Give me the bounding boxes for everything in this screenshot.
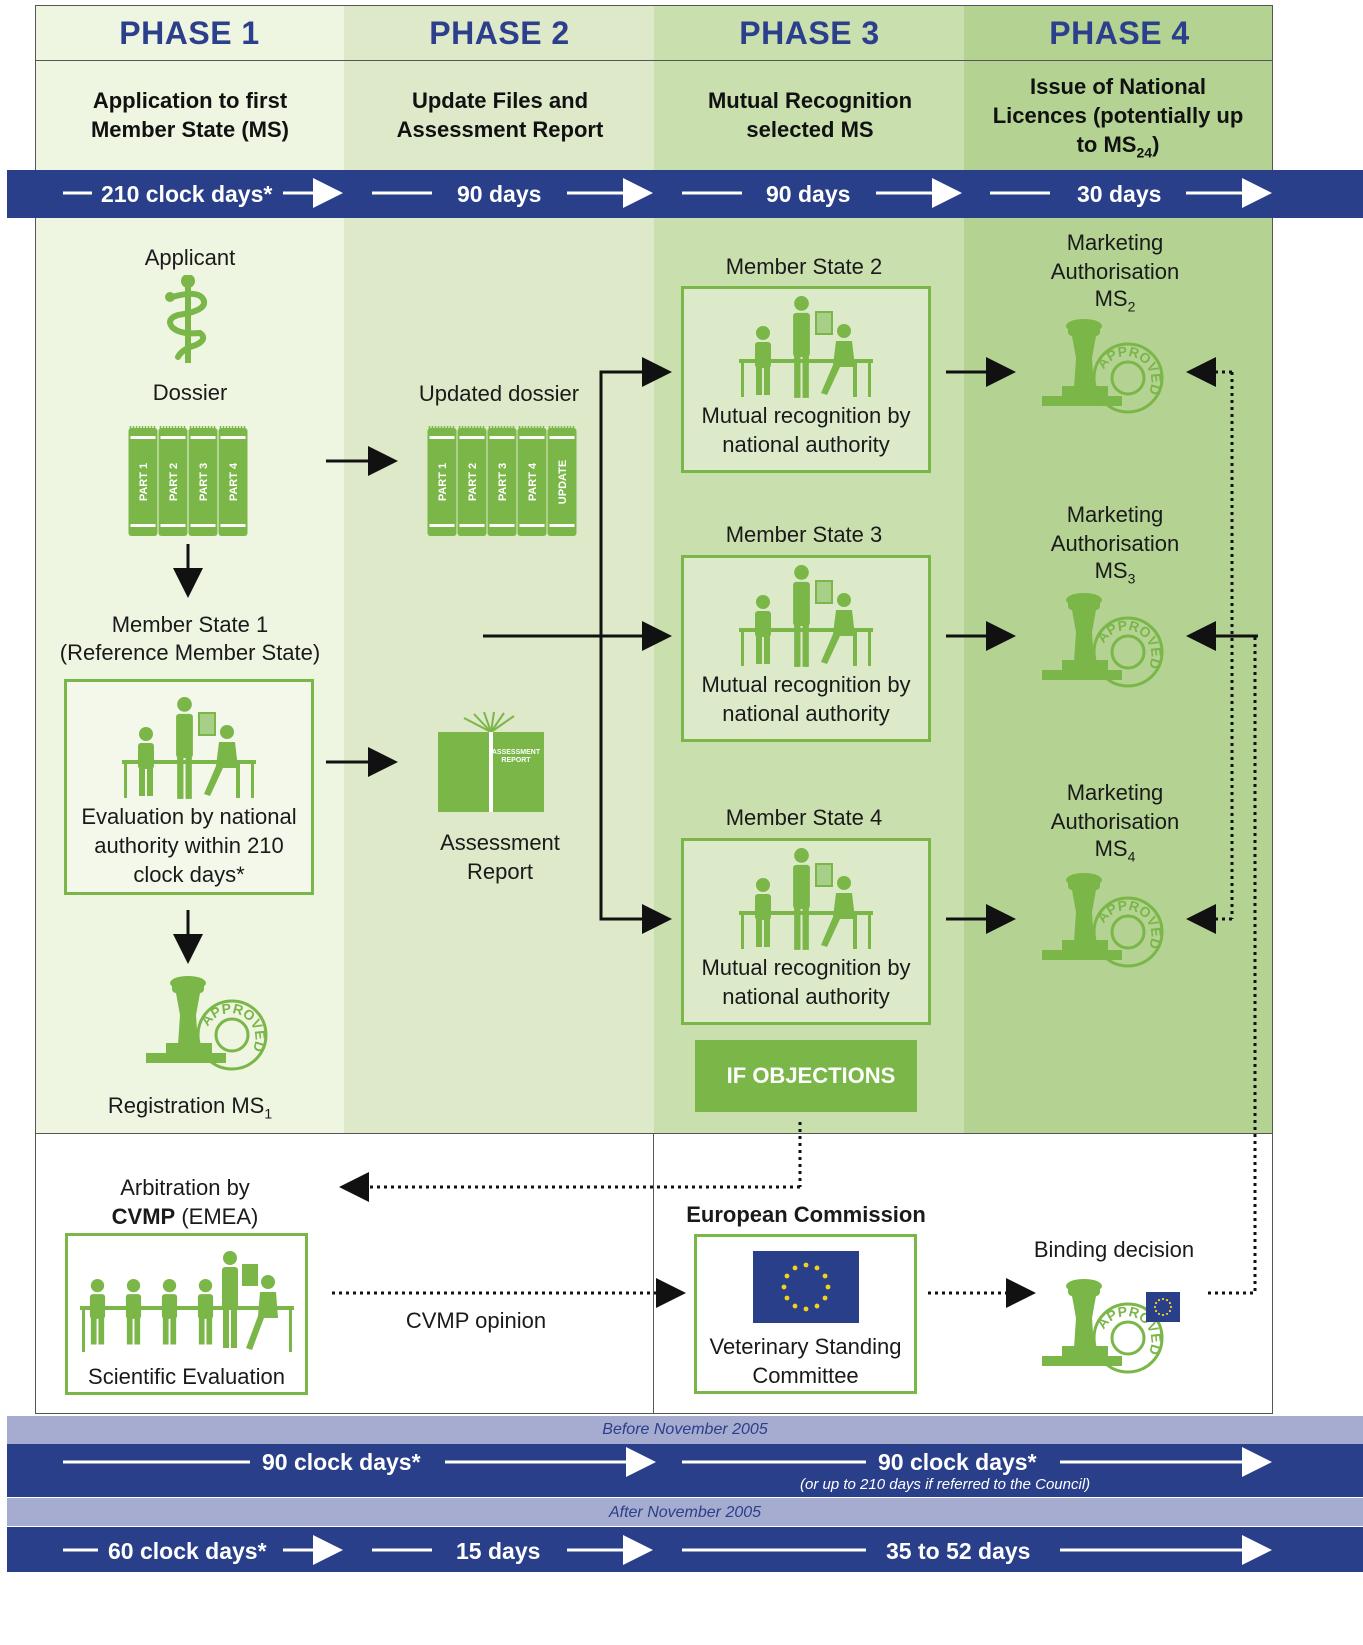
binder-label: PART 1: [437, 463, 449, 501]
binder-part: PART 1: [128, 426, 158, 536]
binder-label: UPDATE: [557, 460, 569, 504]
binder-part: PART 4: [218, 426, 248, 536]
authority-people-icon: [122, 697, 256, 799]
phase1-title: PHASE 1: [119, 15, 260, 51]
evaluation-box: Evaluation by national authority within …: [64, 679, 314, 895]
phase1-duration: 210 clock days*: [101, 181, 273, 207]
after-duration-2: 15 days: [456, 1538, 541, 1564]
vet-committee-text: Veterinary Standing Committee: [709, 1334, 902, 1388]
phase1-subtitle: Application to first Member State (MS): [90, 88, 290, 142]
ms3-recognition-box: Mutual recognition by national authority: [681, 555, 931, 742]
after-2005-label: After November 2005: [608, 1504, 762, 1521]
binder-part: PART 3: [188, 426, 218, 536]
phase2-title: PHASE 2: [429, 15, 570, 51]
binder-label: PART 2: [168, 463, 180, 501]
binder-label: PART 4: [228, 462, 240, 501]
ms2-label: Member State 2: [725, 254, 883, 279]
ms4-code: MS4: [1094, 836, 1136, 865]
ms3-label: Member State 3: [725, 522, 883, 547]
phase3-duration: 90 days: [766, 181, 851, 207]
before-left-duration: 90 clock days*: [262, 1449, 421, 1475]
before-note: (or up to 210 days if referred to the Co…: [800, 1476, 1091, 1493]
cvmp-committee-icon: [80, 1251, 294, 1352]
ms4-recognition-text: Mutual recognition by national authority: [701, 955, 911, 1009]
header-divider: [35, 60, 1273, 61]
binder-label: PART 3: [198, 463, 210, 501]
binder-part: PART 1: [427, 426, 457, 536]
ms4-label: Member State 4: [725, 805, 883, 830]
after-2005-strip: [7, 1498, 1363, 1526]
arbitration-divider: [653, 1133, 654, 1414]
eu-flag-icon: [753, 1251, 859, 1323]
ms4-recognition-box: Mutual recognition by national authority: [681, 838, 931, 1025]
approved-stamp-icon: APPROVED: [1042, 873, 1165, 968]
phase2-subtitle: Update Files and Assessment Report: [396, 88, 604, 142]
dossier-binders-icon: PART 1 PART 2 PART 3 PART 4: [128, 426, 248, 536]
scientific-evaluation-text: Scientific Evaluation: [88, 1364, 285, 1389]
european-commission-label: European Commission: [686, 1202, 926, 1227]
binder-part: PART 2: [457, 426, 487, 536]
ms4-marketing-label: Marketing Authorisation: [1050, 780, 1180, 834]
binder-part: UPDATE: [547, 426, 577, 536]
ms2-code: MS2: [1094, 286, 1136, 315]
phase3-subtitle: Mutual Recognition selected MS: [707, 88, 913, 142]
binding-decision-label: Binding decision: [1033, 1237, 1195, 1262]
before-2005-label: Before November 2005: [602, 1421, 768, 1438]
binder-label: PART 1: [138, 463, 150, 501]
before-right-duration: 90 clock days*: [878, 1449, 1037, 1475]
phase4-duration: 30 days: [1077, 181, 1162, 207]
scientific-evaluation-box: Scientific Evaluation: [65, 1233, 308, 1395]
before-2005-strip: [7, 1416, 1363, 1444]
authority-people-icon: [739, 565, 873, 667]
binder-part: PART 4: [517, 426, 547, 536]
ms3-recognition-text: Mutual recognition by national authority: [701, 672, 911, 726]
approved-stamp-icon: APPROVED: [1042, 593, 1165, 688]
phase2-duration: 90 days: [457, 181, 542, 207]
phase3-title: PHASE 3: [739, 15, 880, 51]
evaluation-text: Evaluation by national authority within …: [81, 804, 297, 887]
after-duration-1: 60 clock days*: [108, 1538, 267, 1564]
if-objections-label: IF OBJECTIONS: [726, 1063, 896, 1088]
ms1-label-line1: Member State 1: [111, 612, 269, 637]
vet-committee-box: Veterinary Standing Committee: [694, 1234, 917, 1394]
dossier-label: Dossier: [152, 380, 228, 405]
registration-label: Registration MS1: [107, 1093, 273, 1122]
binder-label: PART 2: [467, 463, 479, 501]
ms2-marketing-label: Marketing Authorisation: [1050, 230, 1180, 284]
ms2-recognition-text: Mutual recognition by national authority: [701, 403, 911, 457]
ms3-marketing-label: Marketing Authorisation: [1050, 502, 1180, 556]
ms1-label-line2: (Reference Member State): [59, 640, 321, 665]
authority-people-icon: [739, 296, 873, 398]
after-duration-3: 35 to 52 days: [886, 1538, 1031, 1564]
applicant-label: Applicant: [144, 245, 236, 270]
authority-people-icon: [739, 848, 873, 950]
updated-dossier-label: Updated dossier: [418, 381, 580, 406]
ms3-code: MS3: [1094, 558, 1136, 587]
updated-dossier-binders-icon: PART 1 PART 2 PART 3 PART 4 UPDATE: [427, 426, 577, 536]
approved-stamp-icon: APPROVED: [1042, 319, 1165, 414]
caduceus-icon: [165, 275, 208, 363]
before-2005-band: [7, 1444, 1363, 1497]
binder-part: PART 2: [158, 426, 188, 536]
arbitration-title: Arbitration by CVMP (EMEA): [111, 1175, 259, 1229]
approved-stamp-icon: APPROVED: [146, 976, 269, 1071]
cvmp-opinion-label: CVMP opinion: [405, 1308, 547, 1333]
binder-label: PART 4: [527, 462, 539, 501]
if-objections-box: [695, 1040, 917, 1112]
ms2-recognition-box: Mutual recognition by national authority: [681, 286, 931, 473]
assessment-report-label: Assessment Report: [440, 830, 560, 884]
binder-part: PART 3: [487, 426, 517, 536]
binder-label: PART 3: [497, 463, 509, 501]
phase4-subtitle: Issue of National Licences (potentially …: [992, 74, 1244, 161]
phase4-title: PHASE 4: [1049, 15, 1190, 51]
eu-flag-small-icon: [1146, 1292, 1180, 1322]
